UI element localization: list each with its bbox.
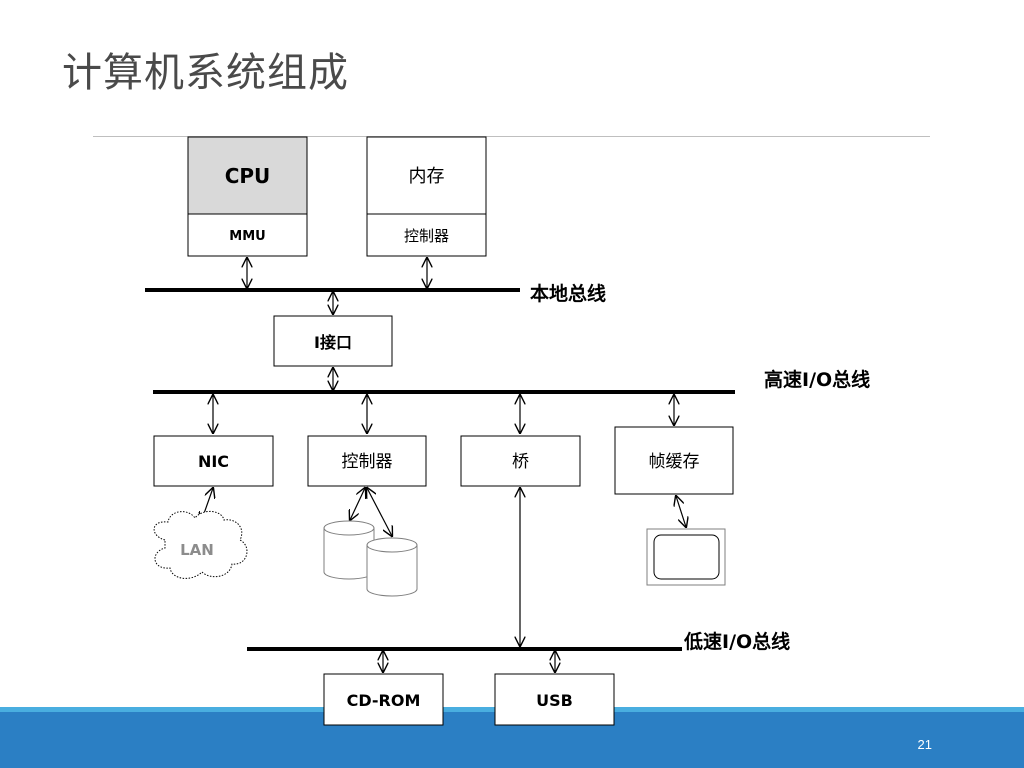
memory-label: 内存 <box>409 166 445 187</box>
disk-icon <box>323 520 375 580</box>
memory-block: 内存 控制器 <box>366 136 487 257</box>
controller-disk2-arrow <box>367 488 392 536</box>
framebuffer-label: 帧缓存 <box>649 452 700 472</box>
usb-block: USB <box>494 673 615 726</box>
disk-icon <box>366 537 418 597</box>
cpu-block: CPU MMU <box>187 136 308 257</box>
low-speed-bus-label: 低速I/O总线 <box>683 630 790 653</box>
controller-disk1-arrow <box>350 488 365 520</box>
cpu-label: CPU <box>225 164 271 188</box>
interface-block: I接口 <box>273 315 393 367</box>
bridge-block: 桥 <box>460 435 581 487</box>
slide-title: 计算机系统组成 <box>62 50 349 96</box>
title-divider <box>93 136 930 137</box>
controller-block: 控制器 <box>307 435 427 487</box>
nic-label: NIC <box>198 452 229 471</box>
memory-controller-label: 控制器 <box>404 227 449 245</box>
cdrom-block: CD-ROM <box>323 673 444 726</box>
high-speed-bus-label: 高速I/O总线 <box>764 368 870 391</box>
local-bus-label: 本地总线 <box>530 282 606 305</box>
interface-label: I接口 <box>314 333 352 352</box>
page-number: 21 <box>917 737 932 752</box>
controller-label: 控制器 <box>342 452 393 472</box>
lan-label: LAN <box>180 541 214 559</box>
monitor-icon <box>646 528 726 586</box>
cdrom-label: CD-ROM <box>347 691 421 710</box>
mmu-label: MMU <box>229 229 265 244</box>
framebuffer-monitor-arrow <box>676 496 686 527</box>
usb-label: USB <box>536 691 573 710</box>
bridge-label: 桥 <box>512 452 529 472</box>
nic-block: NIC <box>153 435 274 487</box>
lan-cloud-icon: LAN <box>153 511 248 579</box>
